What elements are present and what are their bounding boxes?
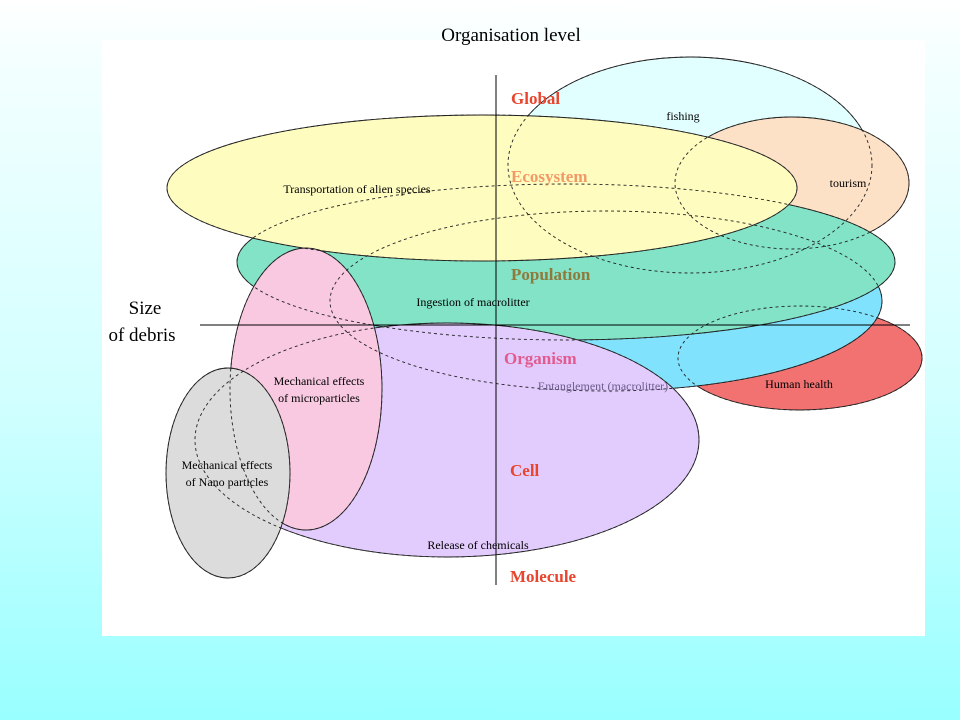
level-cell: Cell [510, 461, 540, 480]
hidden-outlines [165, 56, 923, 579]
level-population: Population [511, 265, 591, 284]
level-ecosystem: Ecosystem [511, 167, 587, 186]
entanglement-label: Entanglement (macrolitter) [538, 379, 668, 393]
microparticles-outline [229, 247, 383, 531]
alien-species-label: Transportation of alien species [283, 182, 431, 196]
level-global: Global [511, 89, 560, 108]
tourism-outline [674, 116, 910, 250]
ingestion-label: Ingestion of macrolitter [416, 295, 529, 309]
ellipse-fills [165, 56, 923, 579]
nano-label-line-2: of Nano particles [186, 475, 269, 489]
fishing-outline [507, 56, 873, 274]
nano-ellipse [165, 367, 291, 579]
human-health-outline [677, 305, 923, 411]
fishing-label: fishing [666, 109, 699, 123]
chemicals-label: Release of chemicals [427, 538, 529, 552]
microparticles-label-line-2: of microparticles [278, 391, 360, 405]
human-health-label: Human health [765, 377, 833, 391]
diagram-title: Organisation level [441, 25, 580, 46]
nano-outline [165, 367, 291, 579]
entanglement-outline [329, 210, 883, 392]
alien-species-ellipse [166, 114, 798, 262]
alien-species-outline [166, 114, 798, 262]
level-molecule: Molecule [510, 567, 577, 586]
size-axis-label-line-2: of debris [108, 325, 175, 346]
tourism-label: tourism [830, 176, 867, 190]
nano-label-line-1: Mechanical effects [182, 458, 273, 472]
ingestion-outline [236, 183, 896, 341]
microparticles-label-line-1: Mechanical effects [274, 374, 365, 388]
size-axis-label-line-1: Size [129, 298, 162, 319]
level-organism: Organism [504, 349, 577, 368]
chemicals-outline [194, 322, 700, 558]
